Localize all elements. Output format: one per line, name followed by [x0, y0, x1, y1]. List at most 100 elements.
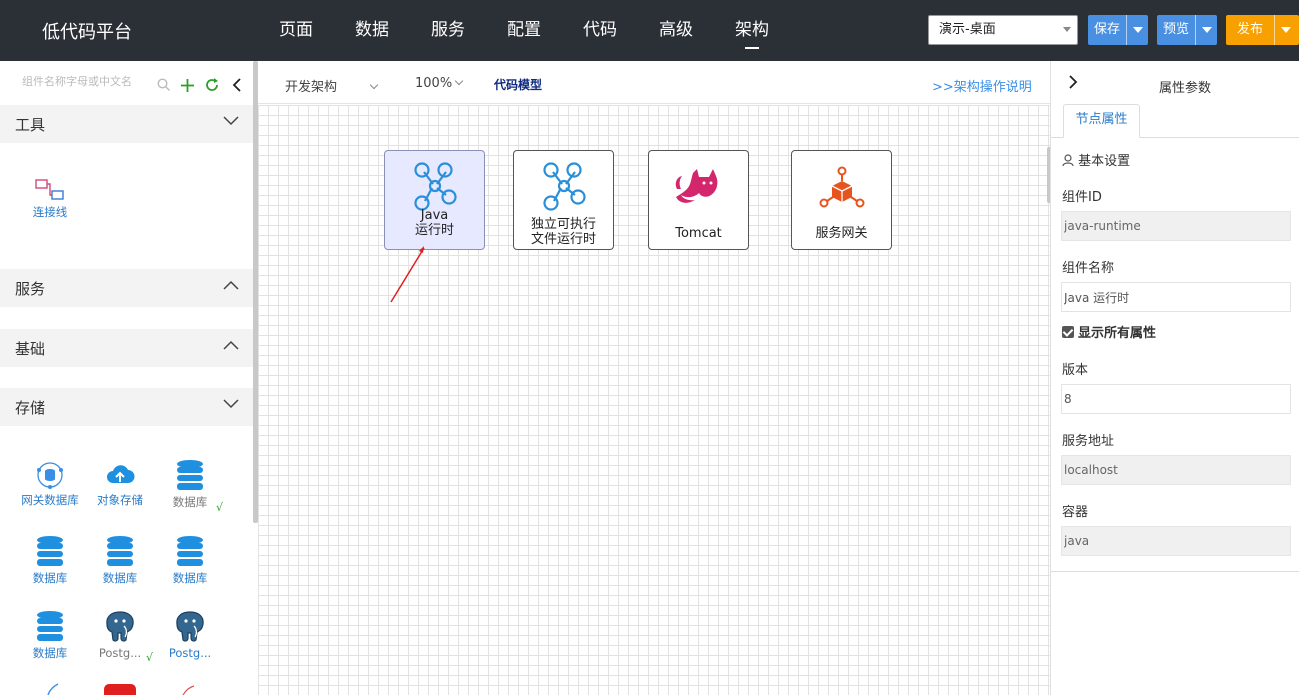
- storage-item-label: 网关数据库: [21, 493, 79, 507]
- service-gateway-icon: [819, 166, 865, 208]
- storage-item-label: 数据库: [32, 571, 68, 585]
- annotation-arrow-icon: [390, 246, 425, 303]
- preview-button[interactable]: 预览: [1163, 22, 1190, 37]
- code-model-link[interactable]: 代码模型: [494, 78, 543, 92]
- connector-icon: [35, 179, 64, 200]
- group-basic-header[interactable]: 基础: [0, 329, 253, 367]
- tool-connector-label: 连接线: [32, 205, 68, 219]
- collapse-left-icon[interactable]: [232, 78, 242, 92]
- storage-postgresql[interactable]: Postg...: [92, 609, 148, 660]
- palette-scrollbar[interactable]: [253, 61, 258, 523]
- storage-database[interactable]: 数据库: [162, 535, 218, 586]
- search-icon[interactable]: [157, 78, 171, 92]
- canvas-grid[interactable]: Java 运行时 独立可执行 文件运行时 Tomcat: [258, 105, 1050, 695]
- component-id-field[interactable]: [1061, 211, 1291, 241]
- storage-item-label: Postg...: [168, 646, 212, 660]
- save-dropdown-button[interactable]: [1126, 15, 1148, 45]
- publish-button[interactable]: 发布: [1237, 22, 1264, 37]
- chevron-down-icon: [454, 76, 464, 86]
- storage-database[interactable]: 数据库: [162, 459, 218, 510]
- view-mode-select[interactable]: 开发架构: [285, 76, 379, 95]
- group-tools-title: 工具: [15, 116, 46, 134]
- chevron-up-icon: [223, 280, 239, 290]
- storage-object-storage[interactable]: 对象存储: [90, 461, 150, 508]
- storage-gateway-database[interactable]: 网关数据库: [18, 461, 82, 508]
- storage-database[interactable]: 数据库: [92, 535, 148, 586]
- chevron-down-icon: [223, 399, 239, 409]
- storage-database[interactable]: 数据库: [22, 610, 78, 661]
- container-field[interactable]: [1061, 526, 1291, 556]
- publish-button-group: 发布: [1226, 15, 1299, 45]
- nav-pages[interactable]: 页面: [279, 20, 313, 40]
- basic-settings-title: 基本设置: [1078, 154, 1131, 169]
- view-mode-value: 开发架构: [285, 80, 338, 95]
- storage-database[interactable]: 数据库: [22, 535, 78, 586]
- nav-data[interactable]: 数据: [355, 20, 389, 40]
- nav-config[interactable]: 配置: [507, 20, 541, 40]
- properties-panel-title: 属性参数: [1159, 81, 1212, 96]
- database-icon: [37, 611, 63, 641]
- version-field[interactable]: [1061, 384, 1291, 414]
- database-icon: [107, 536, 133, 566]
- architecture-help-link[interactable]: >>架构操作说明: [932, 80, 1032, 95]
- node-executable-runtime[interactable]: 独立可执行 文件运行时: [513, 150, 614, 250]
- node-label: Tomcat: [675, 226, 722, 241]
- canvas-scrollbar[interactable]: [1047, 147, 1051, 203]
- canvas-toolbar: 开发架构 100% 代码模型 >>架构操作说明: [258, 61, 1050, 104]
- storage-item-label: 数据库: [172, 571, 208, 585]
- component-search-input[interactable]: [22, 75, 152, 88]
- architecture-canvas-area: 开发架构 100% 代码模型 >>架构操作说明 Java 运行时: [258, 61, 1051, 695]
- component-name-label: 组件名称: [1062, 261, 1115, 276]
- tab-node-properties[interactable]: 节点属性: [1063, 104, 1140, 138]
- group-services-title: 服务: [15, 280, 46, 298]
- panel-divider: [1051, 571, 1299, 572]
- user-icon: [1062, 154, 1074, 167]
- group-basic-title: 基础: [15, 340, 46, 358]
- brand-title: 低代码平台: [42, 22, 132, 43]
- nav-architecture[interactable]: 架构: [714, 0, 790, 61]
- nav-code[interactable]: 代码: [583, 20, 617, 40]
- nav-advanced[interactable]: 高级: [659, 20, 693, 40]
- node-label: 独立可执行: [530, 217, 596, 232]
- storage-item-partial-icon[interactable]: [178, 683, 198, 695]
- save-button[interactable]: 保存: [1094, 22, 1121, 37]
- node-label: Java: [420, 208, 449, 223]
- component-palette: 工具 连接线 服务 基础 存储 网关数据库 对象存储: [0, 61, 258, 695]
- basic-settings-section: 基本设置: [1062, 150, 1130, 169]
- add-icon[interactable]: [180, 78, 195, 93]
- postgresql-icon: [176, 611, 204, 642]
- environment-select-value: 演示-桌面: [939, 22, 996, 37]
- nav-services[interactable]: 服务: [431, 20, 465, 40]
- node-label: 服务网关: [815, 226, 868, 241]
- database-icon: [177, 536, 203, 566]
- main-nav: 页面 数据 服务 配置 代码 高级 架构: [258, 0, 790, 61]
- chevron-down-icon: [369, 80, 379, 90]
- environment-select[interactable]: 演示-桌面: [928, 15, 1078, 45]
- node-service-gateway[interactable]: 服务网关: [791, 150, 892, 250]
- node-java-runtime[interactable]: Java 运行时: [384, 150, 485, 250]
- node-label: 运行时: [414, 223, 454, 238]
- group-storage-header[interactable]: 存储: [0, 388, 253, 426]
- service-address-field[interactable]: [1061, 455, 1291, 485]
- properties-panel: 属性参数 节点属性 基本设置 组件ID 组件名称 显示所有属性 版本 服务地址 …: [1050, 61, 1299, 695]
- storage-item-partial-icon[interactable]: [44, 683, 64, 695]
- show-all-properties-checkbox[interactable]: 显示所有属性: [1062, 322, 1156, 341]
- installed-check-icon: √: [146, 651, 154, 664]
- tool-connector[interactable]: 连接线: [22, 179, 78, 220]
- group-services-header[interactable]: 服务: [0, 269, 253, 307]
- component-name-field[interactable]: [1061, 282, 1291, 312]
- publish-dropdown-button[interactable]: [1274, 15, 1296, 45]
- group-tools-header[interactable]: 工具: [0, 105, 253, 143]
- storage-postgresql[interactable]: Postg...: [162, 609, 218, 660]
- storage-item-partial-icon[interactable]: [104, 684, 136, 695]
- preview-dropdown-button[interactable]: [1195, 15, 1217, 45]
- refresh-icon[interactable]: [204, 77, 220, 93]
- version-label: 版本: [1062, 363, 1089, 378]
- zoom-select[interactable]: 100%: [415, 76, 464, 91]
- database-icon: [37, 536, 63, 566]
- top-navigation-bar: 低代码平台 页面 数据 服务 配置 代码 高级 架构 演示-桌面 保存 预览 发…: [0, 0, 1299, 61]
- chevron-right-icon[interactable]: [1068, 75, 1078, 89]
- node-tomcat[interactable]: Tomcat: [648, 150, 749, 250]
- executable-runtime-icon: [543, 162, 586, 211]
- postgresql-icon: [106, 611, 134, 642]
